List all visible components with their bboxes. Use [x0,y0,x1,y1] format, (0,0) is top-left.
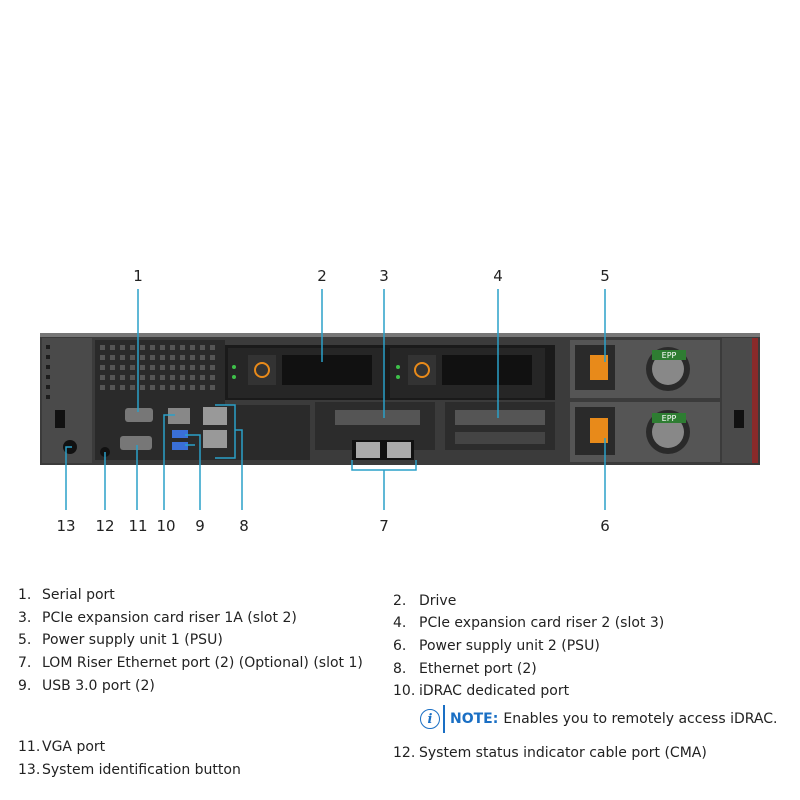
legend-item-8: 8. Ethernet port (2) [393,661,537,677]
legend-num: 2. [393,593,407,609]
legend-item-9: 9. USB 3.0 port (2) [18,678,155,694]
callout-10: 10 [156,517,175,535]
callout-12: 12 [95,517,114,535]
callout-11: 11 [128,517,147,535]
callout-lines [65,289,606,510]
callout-5: 5 [600,267,610,285]
legend-text: USB 3.0 port (2) [42,678,155,694]
legend-text: System status indicator cable port (CMA) [419,745,707,761]
legend-text: Ethernet port (2) [419,661,537,677]
vent-grid [95,340,225,405]
legend-text: Power supply unit 1 (PSU) [42,632,223,648]
legend-num: 11. [18,739,41,755]
legend-num: 13. [18,762,41,778]
legend-text: VGA port [42,739,106,755]
legend-item-1: 1. Serial port [18,587,115,603]
legend-text: iDRAC dedicated port [419,683,570,699]
callout-4: 4 [493,267,503,285]
legend-num: 9. [18,678,32,694]
server-rear-view-diagram: EPP EPP 1 2 3 [40,267,760,535]
legend-item-6: 6. Power supply unit 2 (PSU) [393,638,600,654]
legend-text: PCIe expansion card riser 1A (slot 2) [42,610,297,626]
legend-item-3: 3. PCIe expansion card riser 1A (slot 2) [18,610,297,626]
legend-text: Serial port [42,587,115,603]
note-divider [443,705,445,733]
legend-item-5: 5. Power supply unit 1 (PSU) [18,632,223,648]
io-ports [63,405,414,460]
drive-bays [225,345,555,400]
legend-num: 10. [393,683,416,699]
legend-num: 6. [393,638,407,654]
legend-text: Power supply unit 2 (PSU) [419,638,600,654]
legend-text: System identification button [42,762,241,778]
callout-7: 7 [379,517,389,535]
psu-1-label: EPP [662,351,677,360]
callout-9: 9 [195,517,205,535]
legend-item-10: 10.iDRAC dedicated port [393,683,569,699]
note-callout: i NOTE: Enables you to remotely access i… [420,705,777,733]
callout-13: 13 [56,517,75,535]
legend-text: Drive [419,593,457,609]
callout-6: 6 [600,517,610,535]
info-icon: i [420,709,440,729]
legend-item-13: 13.System identification button [18,762,241,778]
note-text: Enables you to remotely access iDRAC. [503,711,778,727]
legend-item-2: 2. Drive [393,593,456,609]
legend-item-7: 7. LOM Riser Ethernet port (2) (Optional)… [18,655,363,671]
legend-text: PCIe expansion card riser 2 (slot 3) [419,615,665,631]
legend-num: 3. [18,610,32,626]
legend-num: 4. [393,615,407,631]
callout-1: 1 [133,267,143,285]
legend-num: 7. [18,655,32,671]
legend-num: 12. [393,745,416,761]
legend-item-12: 12.System status indicator cable port (C… [393,745,707,761]
callout-numbers: 1 2 3 4 5 13 12 11 10 9 8 7 6 [56,267,609,535]
callout-3: 3 [379,267,389,285]
legend-num: 8. [393,661,407,677]
legend-text: LOM Riser Ethernet port (2) (Optional) (… [42,655,363,671]
legend-num: 5. [18,632,32,648]
legend-item-11: 11.VGA port [18,739,105,755]
callout-8: 8 [239,517,249,535]
note-label: NOTE: [450,711,499,727]
psu-2-label: EPP [662,414,677,423]
legend-item-4: 4. PCIe expansion card riser 2 (slot 3) [393,615,664,631]
callout-2: 2 [317,267,327,285]
power-supplies: EPP EPP [570,340,720,462]
pcie-risers [315,402,555,450]
legend-num: 1. [18,587,32,603]
